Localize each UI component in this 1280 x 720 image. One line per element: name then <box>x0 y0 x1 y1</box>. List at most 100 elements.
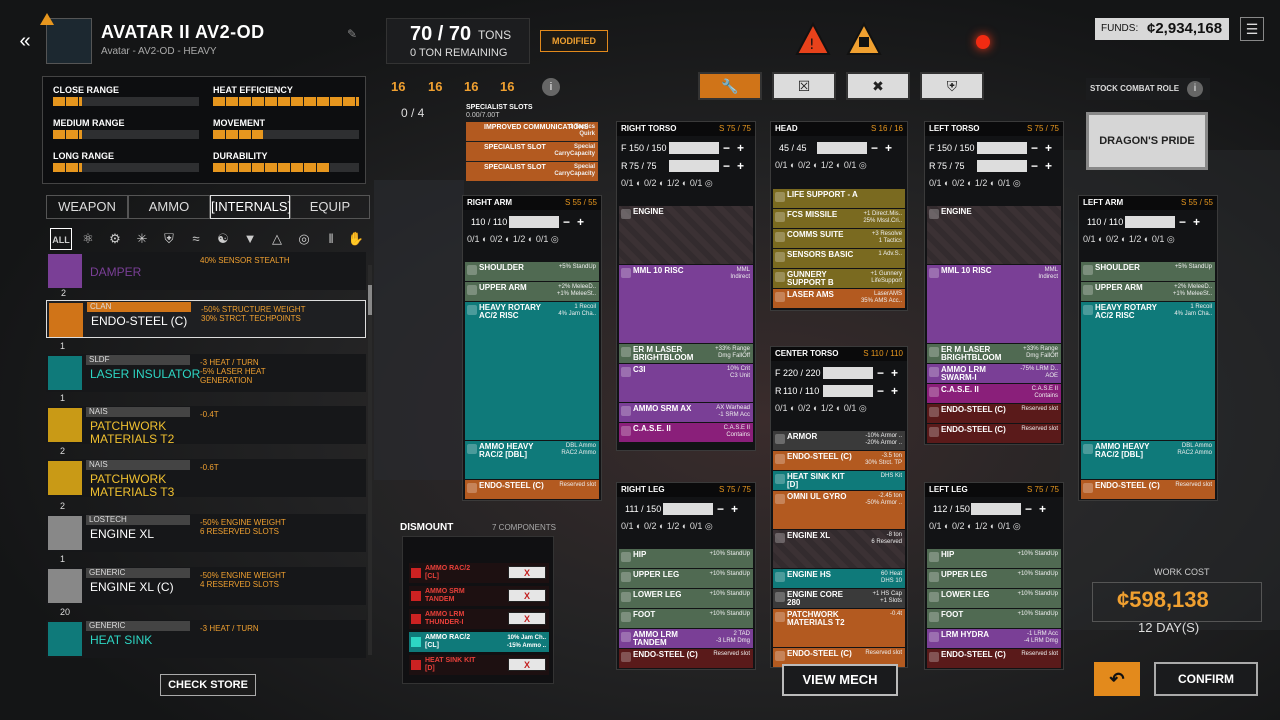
armor-bar[interactable] <box>509 216 559 228</box>
mode-strip-armor-button[interactable]: ✖ <box>846 72 910 100</box>
ammo-warning-icon[interactable] <box>846 21 882 56</box>
armor-minus-button[interactable]: − <box>723 159 731 173</box>
slot-item[interactable]: ENDO-STEEL (C)Reserved slot <box>927 404 1061 423</box>
slot-item[interactable]: FOOT+10% StandUp <box>927 609 1061 628</box>
slot-item[interactable]: HIP+10% StandUp <box>619 549 753 568</box>
armor-plus-button[interactable]: + <box>737 141 745 155</box>
menu-button[interactable]: ☰ <box>1240 17 1264 41</box>
mode-remove-button[interactable]: ☒ <box>772 72 836 100</box>
filter-armor-icon[interactable]: ⛨ <box>164 231 174 246</box>
slot-item[interactable]: ENGINE <box>927 206 1061 264</box>
slot-item[interactable]: FCS MISSILE+1 Direct.Mis.. 25% Mssl.Cri.… <box>773 209 905 228</box>
dismount-remove-button[interactable]: X <box>508 658 546 671</box>
slot-item[interactable]: AMMO HEAVY RAC/2 [DBL]DBL Ammo RAC2 Ammo <box>1081 441 1215 479</box>
view-mech-button[interactable]: VIEW MECH <box>782 664 898 696</box>
filter-jump-icon[interactable]: ☯ <box>217 231 229 246</box>
slot-item[interactable]: ARMOR-10% Armor .. -20% Armor .. <box>773 431 905 450</box>
tab-equip[interactable]: EQUIP <box>290 195 370 219</box>
armor-bar[interactable] <box>669 142 719 154</box>
armor-bar[interactable] <box>663 503 713 515</box>
armor-minus-button[interactable]: − <box>1025 502 1033 516</box>
slot-item[interactable]: LOWER LEG+10% StandUp <box>927 589 1061 608</box>
confirm-button[interactable]: CONFIRM <box>1154 662 1258 696</box>
check-store-button[interactable]: CHECK STORE <box>160 674 256 696</box>
armor-bar[interactable] <box>977 142 1027 154</box>
slot-item[interactable]: ENDO-STEEL (C)Reserved slot <box>1081 480 1215 499</box>
filter-atom-icon[interactable]: ⚛ <box>82 231 94 246</box>
role-info-icon[interactable]: i <box>1187 81 1203 97</box>
list-scrollbar[interactable] <box>368 265 372 655</box>
filter-engine-icon[interactable]: ⚙ <box>109 231 121 246</box>
armor-minus-button[interactable]: − <box>1031 141 1039 155</box>
list-scroll-thumb[interactable] <box>368 285 372 315</box>
undo-button[interactable]: ↶ <box>1094 662 1140 696</box>
armor-bar[interactable] <box>1125 216 1175 228</box>
tab-ammo[interactable]: AMMO <box>128 195 210 219</box>
tab-internals[interactable]: [INTERNALS] <box>210 195 291 219</box>
weapon-warning-icon[interactable]: ! <box>795 21 831 56</box>
slot-item[interactable]: ENGINE <box>619 206 753 264</box>
armor-plus-button[interactable]: + <box>891 384 899 398</box>
slot-item[interactable]: GUNNERY SUPPORT B+1 Gunnery LifeSupport <box>773 269 905 288</box>
slot-item[interactable]: ENDO-STEEL (C)-3.5 ton 30% Strct. TP <box>773 451 905 470</box>
armor-minus-button[interactable]: − <box>563 215 571 229</box>
slot-item[interactable]: ENDO-STEEL (C)Reserved slot <box>619 649 753 668</box>
armor-plus-button[interactable]: + <box>737 159 745 173</box>
slot-item[interactable]: FOOT+10% StandUp <box>619 609 753 628</box>
slot-item[interactable]: SHOULDER+5% StandUp <box>465 262 599 281</box>
armor-plus-button[interactable]: + <box>731 502 739 516</box>
dismount-remove-button[interactable]: X <box>508 612 546 625</box>
filter-triangle-icon[interactable]: ▼ <box>243 231 257 246</box>
slot-item[interactable]: ENGINE CORE 280+1 HS Cap +1 Slots <box>773 589 905 608</box>
mode-wrench-button[interactable]: 🔧 <box>698 72 762 100</box>
slot-item[interactable]: AMMO LRM SWARM-I-75% LRM D.. AOE <box>927 364 1061 383</box>
filter-target-icon[interactable]: ◎ <box>298 231 310 246</box>
slot-item[interactable]: UPPER LEG+10% StandUp <box>619 569 753 588</box>
armor-bar[interactable] <box>977 160 1027 172</box>
slot-item[interactable]: COMMS SUITE+3 Resolve 1 Tactics <box>773 229 905 248</box>
slot-item[interactable]: UPPER ARM+2% MeleeD.. +1% MeleeSt.. <box>465 282 599 301</box>
slot-item[interactable]: HIP+10% StandUp <box>927 549 1061 568</box>
armor-minus-button[interactable]: − <box>871 141 879 155</box>
armor-plus-button[interactable]: + <box>1045 159 1053 173</box>
filter-legs-icon[interactable]: ‖ <box>328 231 334 246</box>
filter-hand-icon[interactable]: ✋ <box>347 231 365 246</box>
armor-bar[interactable] <box>823 367 873 379</box>
dismount-remove-button[interactable]: X <box>508 589 546 602</box>
back-button[interactable]: « <box>19 30 31 52</box>
dismount-item[interactable]: HEAT SINK KIT [D]X <box>409 655 549 675</box>
slot-item[interactable]: LOWER LEG+10% StandUp <box>619 589 753 608</box>
armor-bar[interactable] <box>971 503 1021 515</box>
mode-armor-button[interactable]: ⛨ <box>920 72 984 100</box>
armor-plus-button[interactable]: + <box>1045 141 1053 155</box>
armor-minus-button[interactable]: − <box>723 141 731 155</box>
slot-item[interactable]: ER M LASER BRIGHTBLOOM+33% Range Dmg Fal… <box>927 344 1061 363</box>
slot-item[interactable]: ENDO-STEEL (C)Reserved slot <box>927 649 1061 668</box>
armor-plus-button[interactable]: + <box>885 141 893 155</box>
armor-plus-button[interactable]: + <box>1193 215 1201 229</box>
slot-item[interactable]: AMMO HEAVY RAC/2 [DBL]DBL Ammo RAC2 Ammo <box>465 441 599 479</box>
slot-item[interactable]: UPPER LEG+10% StandUp <box>927 569 1061 588</box>
filter-shield-icon[interactable]: △ <box>272 231 282 246</box>
armor-bar[interactable] <box>669 160 719 172</box>
dismount-item[interactable]: AMMO RAC/2 [CL]X <box>409 563 549 583</box>
